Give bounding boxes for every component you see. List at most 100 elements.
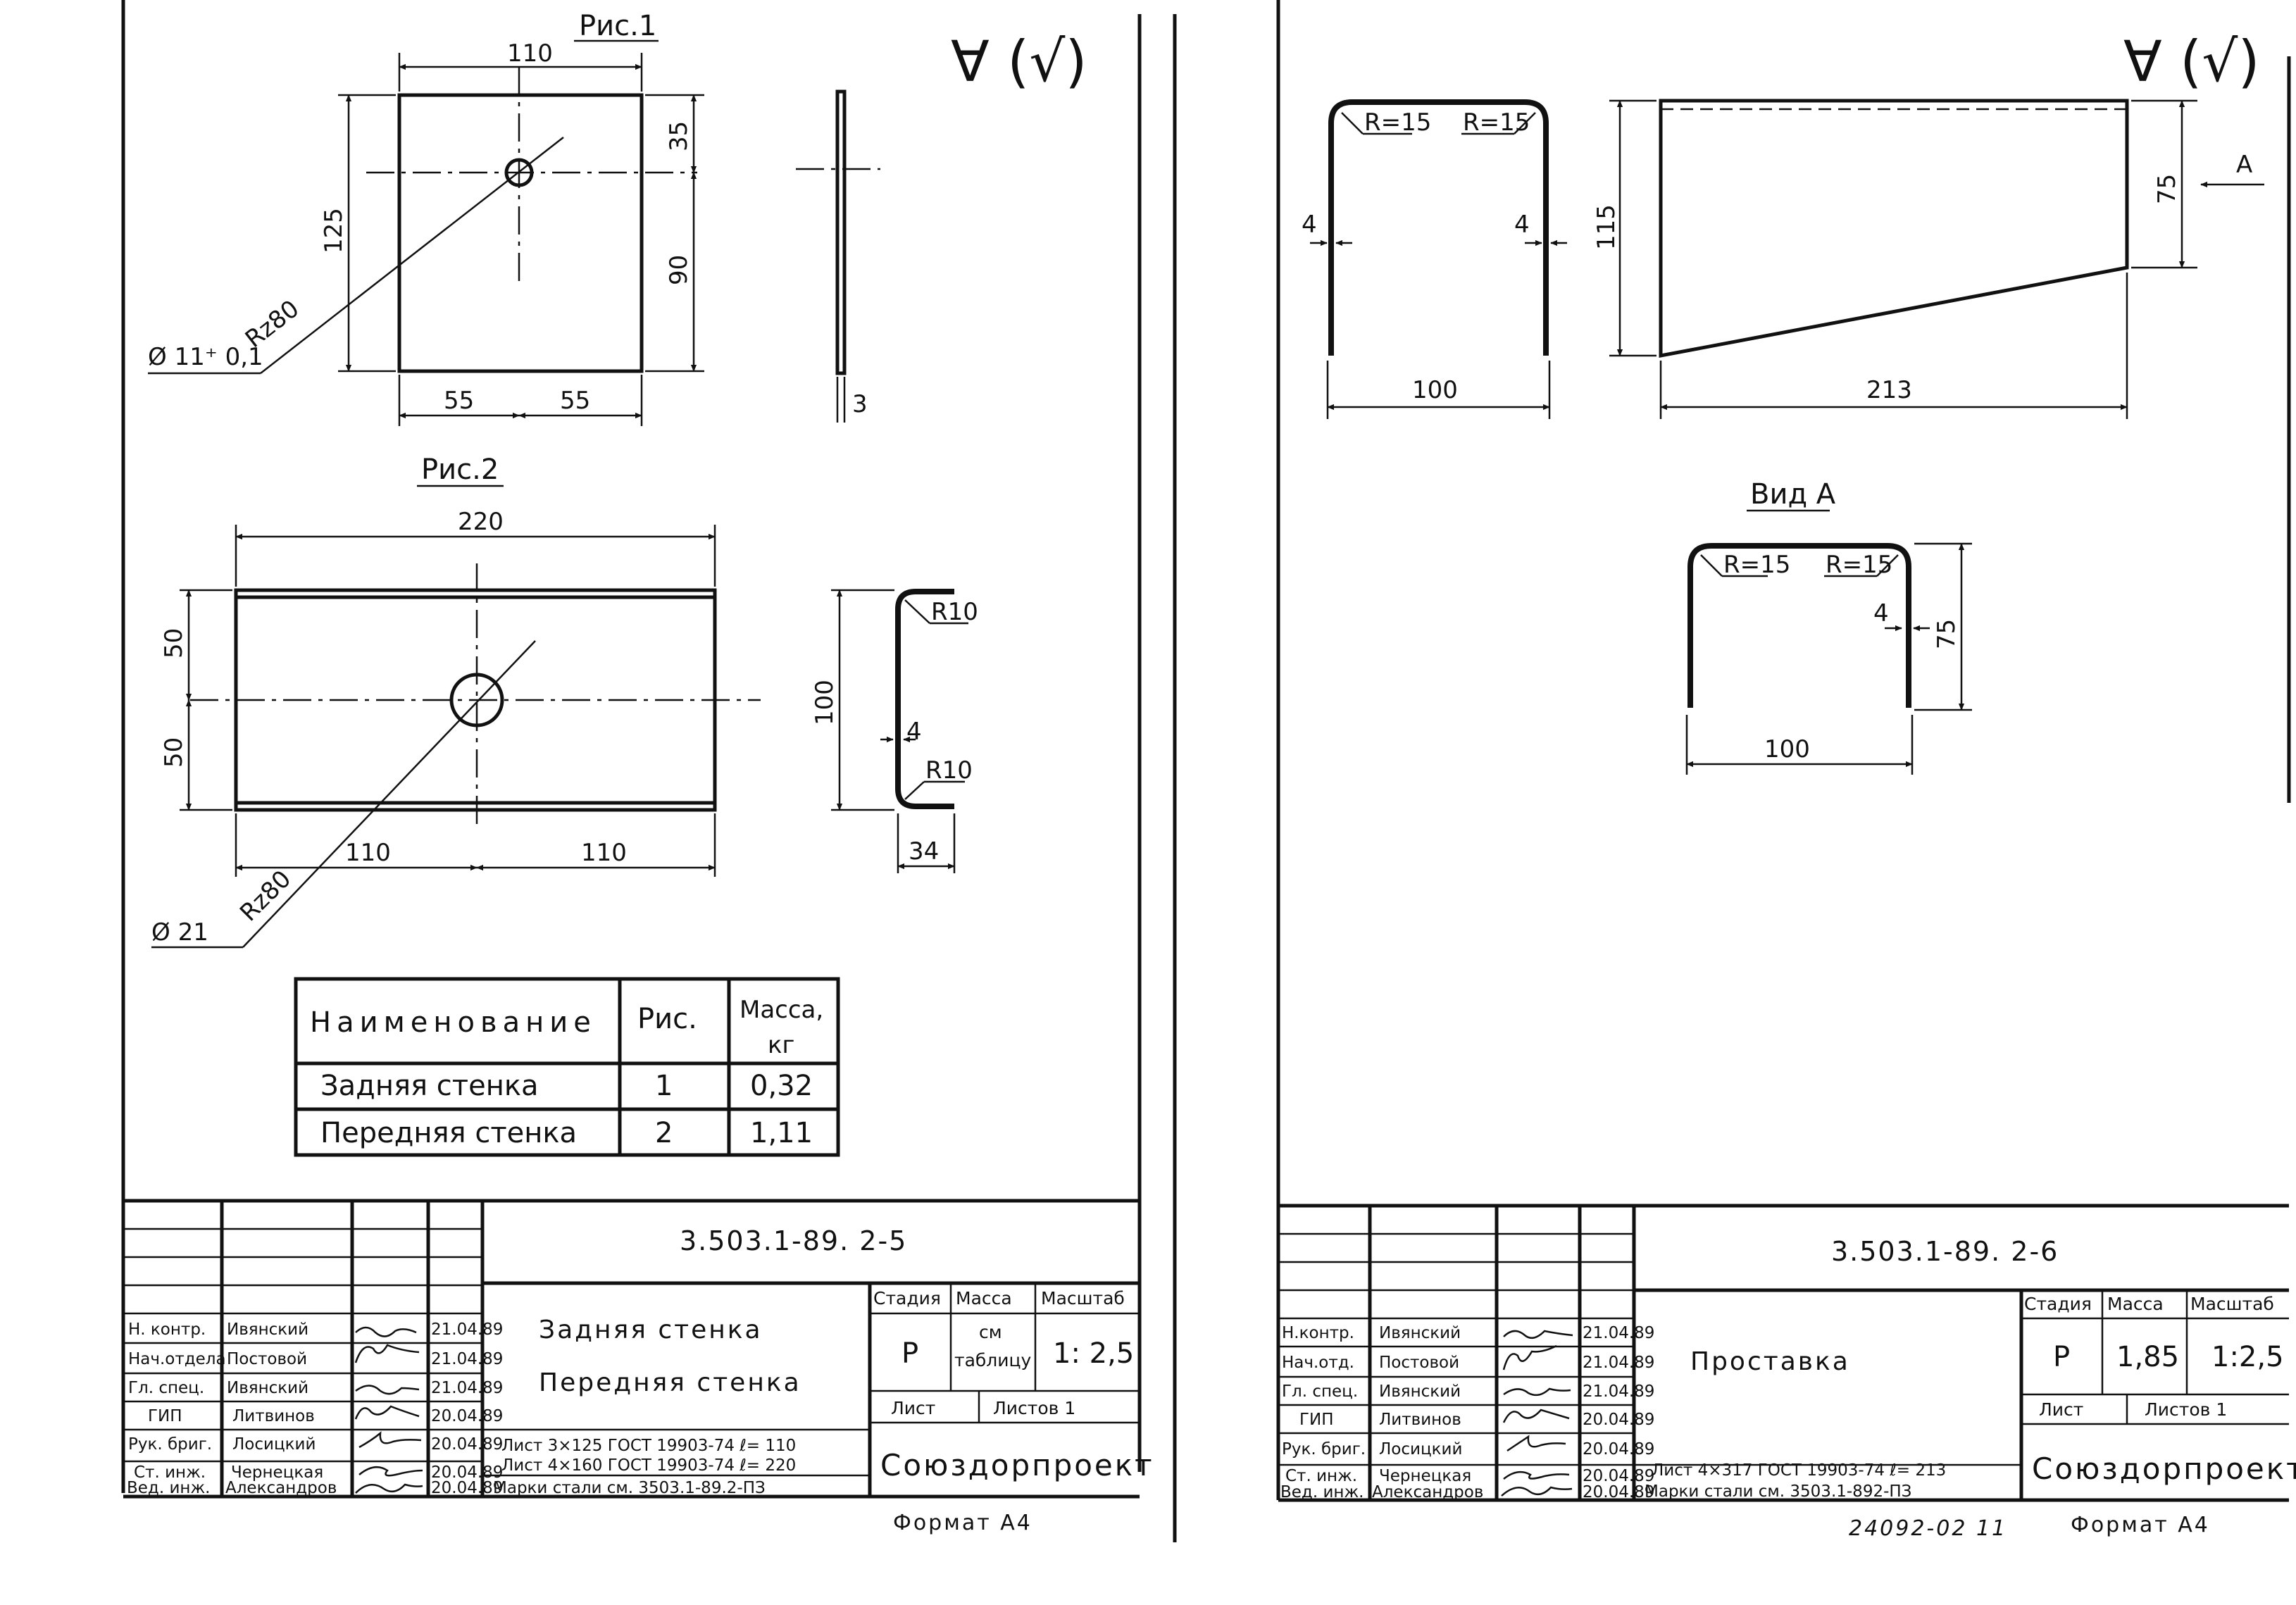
drawing-title-line: Передняя стенка (539, 1368, 801, 1397)
scale-header: Масштаб (2190, 1294, 2274, 1314)
role: Н. контр. (128, 1320, 206, 1339)
leader-line (1341, 112, 1364, 135)
dim-flange: 34 (909, 837, 939, 866)
signature (358, 1431, 422, 1449)
signature-date: 21.04.89 (431, 1320, 503, 1339)
view-a-caption: Вид А (1750, 478, 1836, 511)
signature (355, 1483, 423, 1494)
archive-number: 24092-02 11 (1849, 1516, 2007, 1541)
drawing-code: 3.503.1-89. 2-5 (680, 1225, 907, 1256)
mass-header: Масса (2107, 1294, 2164, 1314)
spacer-side-view: 115 75 А 213 (1592, 99, 2264, 419)
dim-half-right: 110 (581, 839, 627, 867)
signature-date: 20.04.89 (1583, 1483, 1654, 1501)
signature (354, 1405, 420, 1420)
person-name: Александров (225, 1479, 337, 1497)
person-name: Лосицкий (1379, 1440, 1462, 1459)
person-name: Чернецкая (231, 1463, 323, 1482)
spacer-profile (1687, 543, 1911, 708)
person-name: Постовой (1379, 1354, 1459, 1372)
scale-header: Масштаб (1041, 1288, 1125, 1309)
signature-date: 21.04.89 (1583, 1382, 1654, 1401)
drawing-title: Проставка (1690, 1347, 1850, 1376)
person-name: Ивянский (227, 1320, 308, 1339)
sheet-label: Лист (2039, 1399, 2083, 1420)
signature-date: 21.04.89 (431, 1350, 503, 1368)
role: Ст. инж. (134, 1463, 206, 1482)
dim-height: 75 (1933, 619, 1961, 649)
table-cell-mass: 1,11 (750, 1117, 813, 1149)
sheet-left: ∀ (√) Рис.1 110 125 35 90 (121, 0, 1177, 1542)
sheets-label: Листов 1 (993, 1398, 1075, 1418)
sheets-label: Листов 1 (2145, 1399, 2227, 1420)
material-line: Марки стали см. 3503.1-89.2-ПЗ (493, 1479, 766, 1497)
dim-height: 75 (2153, 174, 2181, 204)
dim-thickness: 3 (852, 390, 868, 418)
mass-value-line: см (979, 1322, 1002, 1342)
dim-top-offset: 35 (665, 121, 693, 151)
material-line: Лист 4×160 ГОСТ 19903-74 ℓ= 220 (501, 1456, 796, 1475)
leader-line (1876, 554, 1899, 577)
signature-date: 20.04.89 (1583, 1411, 1654, 1429)
fig2: Рис.2 220 50 50 110 (151, 454, 978, 949)
leader-line (260, 137, 564, 374)
stage-header: Стадия (2024, 1294, 2092, 1314)
person-name: Литвинов (232, 1407, 315, 1425)
hole-label: Ø 21 (151, 918, 208, 947)
dim-width: 100 (1412, 376, 1458, 404)
drawing-title-line: Задняя стенка (539, 1316, 763, 1344)
dim-half-left: 110 (345, 839, 391, 867)
dim-depth: 100 (811, 680, 839, 725)
person-name: Ивянский (1379, 1324, 1461, 1342)
role: ГИП (1299, 1411, 1334, 1429)
radius-bottom-label: R10 (925, 756, 973, 785)
signature-date: 21.04.89 (431, 1379, 503, 1397)
radius-right-label: R=15 (1826, 551, 1892, 579)
dim-thickness-right: 4 (1514, 211, 1530, 239)
radius-left-label: R=15 (1364, 108, 1431, 137)
signature-date: 20.04.89 (431, 1435, 503, 1454)
signature (1503, 1387, 1571, 1397)
title-block-right: 3.503.1-89. 2-6 Проставка Стадия Масса М… (1278, 1204, 2296, 1541)
signature-date: 20.04.89 (431, 1463, 503, 1482)
dim-thickness: 4 (1873, 599, 1889, 627)
dim-half-top: 50 (160, 628, 188, 658)
stage-value: Р (2053, 1341, 2070, 1373)
role: Гл. спец. (1282, 1382, 1358, 1401)
mass-value-line: таблицу (954, 1350, 1032, 1370)
dim-half-a: 55 (444, 387, 474, 415)
leader-line (904, 781, 925, 800)
signature (1501, 1486, 1573, 1497)
signature (355, 1385, 420, 1395)
person-name: Чернецкая (1379, 1467, 1471, 1485)
radius-right-label: R=15 (1463, 108, 1530, 137)
stage-value: Р (901, 1337, 918, 1370)
dim-height: 115 (1592, 204, 1621, 250)
dim-width: 100 (1764, 735, 1810, 763)
table-cell-fig: 1 (655, 1070, 673, 1102)
hole (449, 673, 504, 727)
spacer-profile (1328, 99, 1549, 356)
signature-date: 21.04.89 (1583, 1354, 1654, 1372)
fig2-caption: Рис.2 (421, 454, 499, 486)
format-label: Формат А4 (2071, 1513, 2210, 1537)
organization: Союздорпроект (2032, 1451, 2296, 1486)
table-header-fig: Рис. (637, 1003, 697, 1035)
role: ГИП (148, 1407, 182, 1425)
roughness-label: Rz80 (235, 865, 297, 927)
person-name: Александров (1372, 1483, 1483, 1501)
table-cell-fig: 2 (655, 1117, 673, 1149)
dim-height: 125 (320, 208, 348, 254)
mass-header: Масса (956, 1288, 1012, 1309)
role: Вед. инж. (127, 1479, 210, 1497)
role: Вед. инж. (1280, 1483, 1364, 1501)
stage-header: Стадия (873, 1288, 941, 1309)
mass-table: Наименование Рис. Масса, кг Задняя стенк… (294, 977, 840, 1157)
signature (358, 1466, 423, 1477)
dim-thickness-left: 4 (1302, 211, 1317, 239)
role: Рук. бриг. (128, 1435, 212, 1454)
sheet-label: Лист (891, 1398, 935, 1418)
leader-line (1700, 554, 1723, 577)
dim-half-b: 55 (560, 387, 590, 415)
